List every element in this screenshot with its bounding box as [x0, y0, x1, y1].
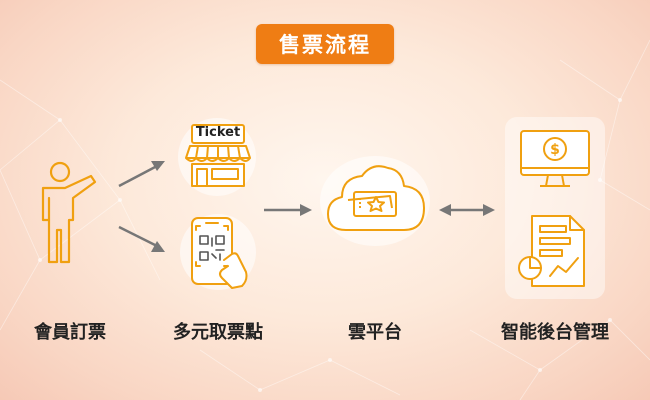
step-label-pickup: 多元取票點 [173, 322, 263, 343]
monitor-dollar-icon: $ [520, 130, 590, 187]
ticket-sign-text: Ticket [195, 125, 241, 140]
arrow-to-phone [118, 225, 165, 252]
report-chart-icon [518, 215, 585, 287]
arrow-to-store [118, 161, 165, 188]
double-arrow [439, 204, 495, 216]
page-title: 售票流程 [256, 24, 394, 64]
step-label-cloud: 雲平台 [348, 322, 402, 343]
ticket-store-icon [185, 124, 251, 187]
svg-text:$: $ [550, 142, 560, 158]
arrow-to-cloud [264, 204, 312, 216]
cloud-ticket-icon [327, 165, 425, 231]
phone-qr-icon [191, 217, 248, 289]
step-label-backend: 智能後台管理 [501, 322, 609, 343]
step-label-booking: 會員訂票 [34, 322, 106, 343]
person-waving-icon [41, 161, 97, 264]
